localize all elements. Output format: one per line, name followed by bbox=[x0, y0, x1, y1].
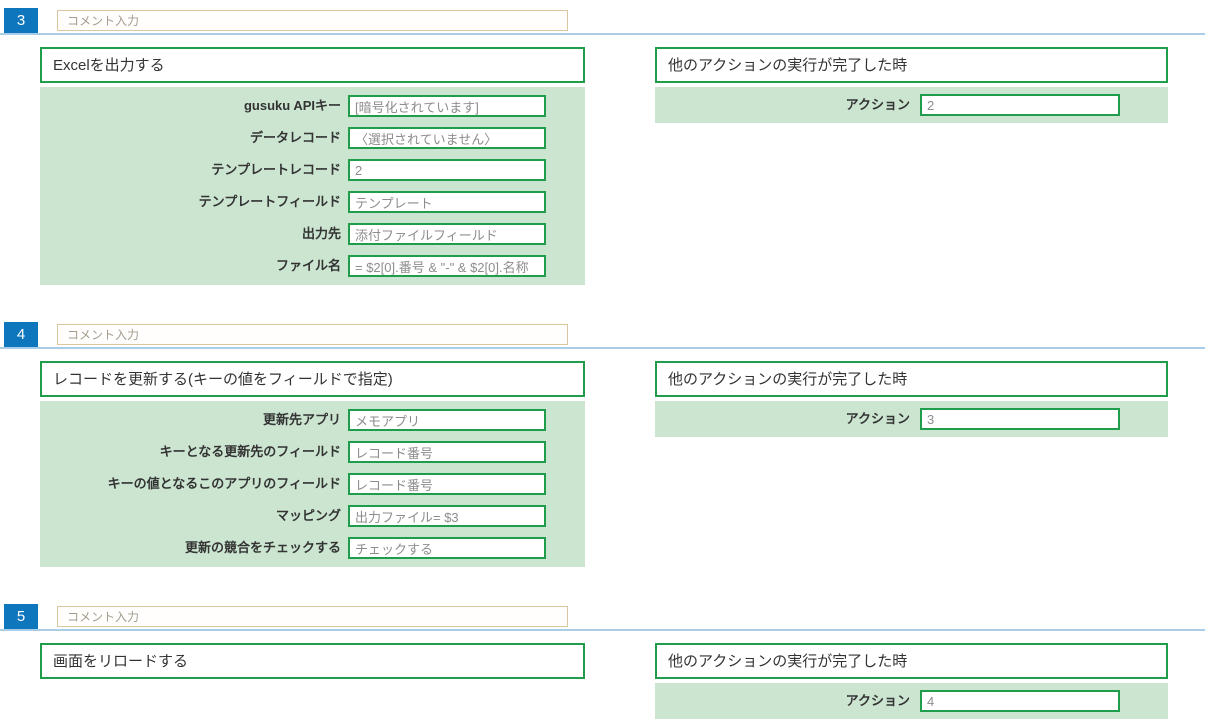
condition-body: アクション bbox=[655, 683, 1168, 719]
action-body: 更新先アプリ キーとなる更新先のフィールド キーの値となるこのアプリのフィールド… bbox=[40, 401, 585, 567]
field-label: アクション bbox=[845, 96, 910, 112]
field-label: マッピング bbox=[275, 507, 341, 523]
field-input[interactable] bbox=[920, 94, 1120, 116]
comment-input[interactable] bbox=[57, 324, 568, 345]
field-row: データレコード bbox=[40, 127, 585, 149]
field-row: テンプレートレコード bbox=[40, 159, 585, 181]
action-panel: レコードを更新する(キーの値をフィールドで指定) 更新先アプリ キーとなる更新先… bbox=[40, 361, 585, 567]
field-input[interactable] bbox=[348, 223, 546, 245]
action-panel: 画面をリロードする bbox=[40, 643, 585, 679]
condition-panel: 他のアクションの実行が完了した時 アクション bbox=[655, 361, 1168, 437]
field-row: テンプレートフィールド bbox=[40, 191, 585, 213]
step-panels: Excelを出力する gusuku APIキー データレコード テンプレートレコ… bbox=[40, 47, 1205, 285]
field-input[interactable] bbox=[348, 505, 546, 527]
field-input[interactable] bbox=[348, 159, 546, 181]
step-number-badge: 5 bbox=[4, 604, 38, 629]
field-row: 出力先 bbox=[40, 223, 585, 245]
field-label: ファイル名 bbox=[275, 257, 341, 273]
field-label: 更新先アプリ bbox=[262, 411, 341, 427]
field-input[interactable] bbox=[348, 95, 546, 117]
condition-title[interactable]: 他のアクションの実行が完了した時 bbox=[655, 361, 1168, 397]
field-input[interactable] bbox=[348, 473, 546, 495]
field-row: アクション bbox=[655, 94, 1168, 116]
field-label: テンプレートレコード bbox=[211, 161, 341, 177]
step-panels: レコードを更新する(キーの値をフィールドで指定) 更新先アプリ キーとなる更新先… bbox=[40, 361, 1205, 567]
step-number-badge: 3 bbox=[4, 8, 38, 33]
field-row: キーとなる更新先のフィールド bbox=[40, 441, 585, 463]
step-header: 5 bbox=[0, 604, 1205, 631]
action-title[interactable]: 画面をリロードする bbox=[40, 643, 585, 679]
field-input[interactable] bbox=[920, 690, 1120, 712]
field-label: アクション bbox=[845, 410, 910, 426]
step-header: 3 bbox=[0, 8, 1205, 35]
action-title[interactable]: Excelを出力する bbox=[40, 47, 585, 83]
field-input[interactable] bbox=[348, 537, 546, 559]
field-input[interactable] bbox=[348, 441, 546, 463]
field-input[interactable] bbox=[348, 409, 546, 431]
field-row: アクション bbox=[655, 690, 1168, 712]
action-panel: Excelを出力する gusuku APIキー データレコード テンプレートレコ… bbox=[40, 47, 585, 285]
field-label: gusuku APIキー bbox=[243, 97, 341, 113]
field-row: 更新の競合をチェックする bbox=[40, 537, 585, 559]
step-5: 5 画面をリロードする 他のアクションの実行が完了した時 アクション bbox=[0, 604, 1205, 719]
field-row: キーの値となるこのアプリのフィールド bbox=[40, 473, 585, 495]
field-label: テンプレートフィールド bbox=[198, 193, 341, 209]
field-row: アクション bbox=[655, 408, 1168, 430]
step-3: 3 Excelを出力する gusuku APIキー データレコード テンプレート… bbox=[0, 8, 1205, 285]
field-input[interactable] bbox=[920, 408, 1120, 430]
step-panels: 画面をリロードする 他のアクションの実行が完了した時 アクション bbox=[40, 643, 1205, 719]
field-label: キーとなる更新先のフィールド bbox=[159, 443, 341, 459]
field-input[interactable] bbox=[348, 127, 546, 149]
field-label: キーの値となるこのアプリのフィールド bbox=[107, 475, 341, 491]
condition-panel: 他のアクションの実行が完了した時 アクション bbox=[655, 47, 1168, 123]
condition-panel: 他のアクションの実行が完了した時 アクション bbox=[655, 643, 1168, 719]
field-input[interactable] bbox=[348, 255, 546, 277]
field-label: 出力先 bbox=[301, 225, 341, 241]
field-label: 更新の競合をチェックする bbox=[184, 539, 341, 555]
comment-input[interactable] bbox=[57, 606, 568, 627]
field-input[interactable] bbox=[348, 191, 546, 213]
field-label: データレコード bbox=[249, 129, 341, 145]
step-number-badge: 4 bbox=[4, 322, 38, 347]
field-row: ファイル名 bbox=[40, 255, 585, 277]
condition-title[interactable]: 他のアクションの実行が完了した時 bbox=[655, 643, 1168, 679]
field-row: 更新先アプリ bbox=[40, 409, 585, 431]
field-label: アクション bbox=[845, 692, 910, 708]
action-title[interactable]: レコードを更新する(キーの値をフィールドで指定) bbox=[40, 361, 585, 397]
step-4: 4 レコードを更新する(キーの値をフィールドで指定) 更新先アプリ キーとなる更… bbox=[0, 322, 1205, 567]
condition-title[interactable]: 他のアクションの実行が完了した時 bbox=[655, 47, 1168, 83]
field-row: gusuku APIキー bbox=[40, 95, 585, 117]
comment-input[interactable] bbox=[57, 10, 568, 31]
step-header: 4 bbox=[0, 322, 1205, 349]
field-row: マッピング bbox=[40, 505, 585, 527]
condition-body: アクション bbox=[655, 401, 1168, 437]
action-body: gusuku APIキー データレコード テンプレートレコード テンプレートフィ… bbox=[40, 87, 585, 285]
condition-body: アクション bbox=[655, 87, 1168, 123]
